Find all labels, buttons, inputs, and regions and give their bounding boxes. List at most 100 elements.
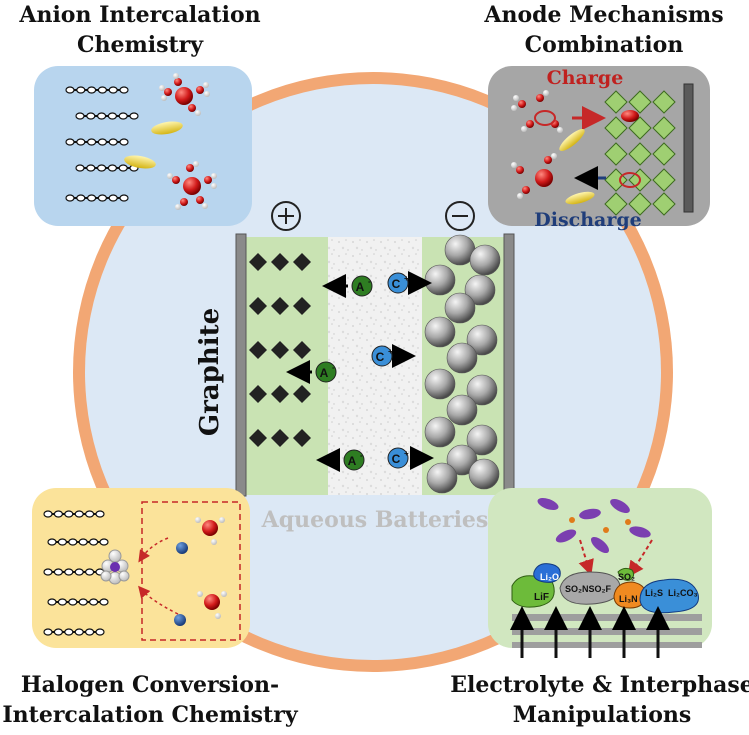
lattice-octahedron xyxy=(652,142,676,166)
chain-bead xyxy=(95,628,105,636)
chain-bead xyxy=(95,510,105,518)
chain-bead xyxy=(76,194,86,202)
halogen-conversion-panel xyxy=(32,488,250,648)
chain-bead xyxy=(86,112,96,120)
chain-bead xyxy=(43,568,53,576)
chain-bead xyxy=(65,138,75,146)
graphite-diamond xyxy=(271,429,289,447)
anode-sphere xyxy=(446,444,478,476)
graphite-diamond xyxy=(271,385,289,403)
chain-bead xyxy=(57,538,68,546)
chain-bead xyxy=(65,194,75,202)
anode-sphere xyxy=(468,458,500,490)
chain-bead xyxy=(86,138,97,146)
species-li2o: Li₂O xyxy=(540,572,559,582)
chain-bead xyxy=(53,568,64,576)
title-anion-line1: Anion Intercalation xyxy=(18,2,260,28)
graphite-diamond xyxy=(293,297,311,315)
lattice-octahedron xyxy=(652,168,676,192)
lattice-octahedron xyxy=(604,116,628,140)
ion-label: A xyxy=(348,454,357,468)
species-fsi: SO₂NSO₂F xyxy=(565,584,612,594)
chain-bead xyxy=(47,598,57,606)
chain-bead xyxy=(129,112,139,120)
anode-sphere xyxy=(424,368,456,400)
chain-bead xyxy=(107,112,118,120)
chain-bead xyxy=(84,568,95,576)
lattice-octahedron xyxy=(652,116,676,140)
chain-bead xyxy=(47,538,57,546)
chain-bead xyxy=(74,568,84,576)
chain-bead xyxy=(97,194,108,202)
anode-sphere xyxy=(424,264,456,296)
chain-bead xyxy=(76,86,86,94)
cation-icon xyxy=(387,272,409,294)
chain-bead xyxy=(96,112,107,120)
lattice-octahedron xyxy=(628,116,652,140)
graphite-label: Graphite xyxy=(195,308,225,436)
anode-current-collector xyxy=(503,233,515,497)
anode-sphere xyxy=(424,316,456,348)
discharge-label: Discharge xyxy=(534,209,641,231)
chain-bead xyxy=(57,598,68,606)
chain-bead xyxy=(88,598,99,606)
chain-bead xyxy=(97,86,108,94)
graphite-diamond xyxy=(249,297,267,315)
anode-sphere xyxy=(466,374,498,406)
ion-group: A-C+A-C+A-C+ xyxy=(286,271,434,472)
chain-bead xyxy=(75,112,85,120)
lattice-octahedron xyxy=(604,90,628,114)
chain-bead xyxy=(84,510,95,518)
chain-bead xyxy=(99,538,109,546)
electrolyte-interphase-panel: LiF Li₂O SO₂NSO₂F SO₂ Li₃N Li₂S Li₂CO₃ xyxy=(488,488,712,658)
cathode-current-collector xyxy=(235,233,247,497)
chain-bead xyxy=(78,538,88,546)
lattice-octahedron xyxy=(628,142,652,166)
chain-bead xyxy=(86,164,96,172)
ion-charge: + xyxy=(404,274,409,283)
chain-bead xyxy=(88,538,99,546)
anode-sphere xyxy=(446,394,478,426)
chain-bead xyxy=(119,86,129,94)
lattice-octahedron xyxy=(604,168,628,192)
chain-bead xyxy=(64,628,74,636)
anode-sphere xyxy=(464,274,496,306)
ion-label: C xyxy=(376,350,385,364)
graphite-diamond xyxy=(293,429,311,447)
hydrated-ion-icon xyxy=(159,73,210,116)
graphite-diamond xyxy=(293,341,311,359)
anion-icon xyxy=(351,275,373,297)
anode-sphere xyxy=(424,416,456,448)
graphite-diamond xyxy=(271,253,289,271)
chain-bead xyxy=(53,628,64,636)
graphite-diamond xyxy=(271,297,289,315)
species-li2co3: Li₂CO₃ xyxy=(668,588,698,598)
chain-bead xyxy=(64,510,74,518)
graphite-layers xyxy=(249,253,311,447)
halogen-cluster-icon xyxy=(100,549,130,585)
lattice-octahedron xyxy=(604,142,628,166)
ion-label: C xyxy=(392,277,401,291)
chain-bead xyxy=(53,510,64,518)
title-halogen-line2: Intercalation Chemistry xyxy=(2,702,298,728)
chain-bead xyxy=(96,164,107,172)
ion-charge: + xyxy=(388,347,393,356)
chain-bead xyxy=(108,138,118,146)
cathode-region xyxy=(246,237,328,495)
graphite-diamond xyxy=(293,253,311,271)
chain-bead xyxy=(68,538,78,546)
chain-bead xyxy=(99,598,109,606)
chain-bead xyxy=(118,112,128,120)
chain-bead xyxy=(86,194,97,202)
anion-icon xyxy=(343,449,365,471)
ion-label: C xyxy=(392,452,401,466)
ion-charge: - xyxy=(360,451,363,460)
chain-bead xyxy=(78,598,88,606)
chain-bead xyxy=(75,164,85,172)
lattice-octahedron xyxy=(628,90,652,114)
chain-bead xyxy=(43,510,53,518)
chain-bead xyxy=(119,194,129,202)
chain-bead xyxy=(108,194,118,202)
negative-terminal-icon xyxy=(445,201,475,231)
